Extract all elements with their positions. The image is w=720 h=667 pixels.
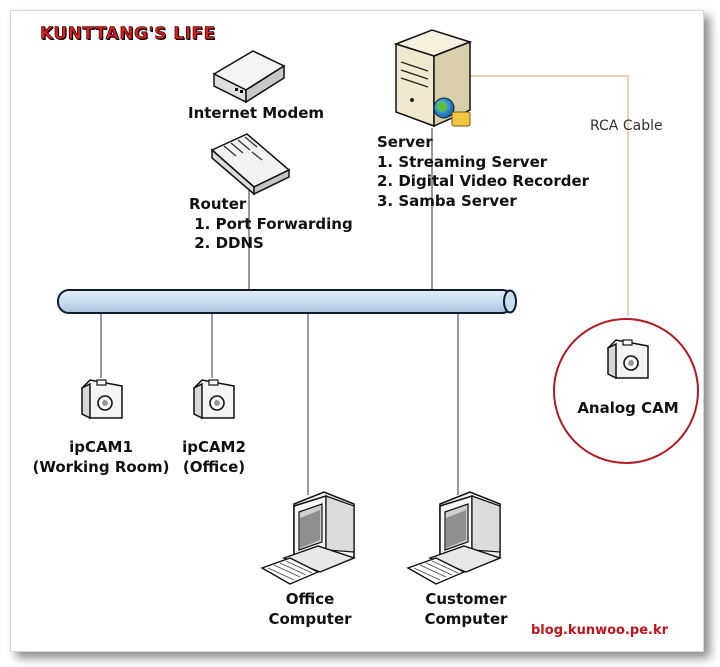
analog-cam-highlight-circle <box>553 318 699 464</box>
camera-icon <box>81 379 123 420</box>
network-bus <box>57 289 517 314</box>
router-label: Router 1. Port Forwarding 2. DDNS <box>189 195 353 252</box>
watermark-logo: KUNTTANG'S LIFE <box>40 24 216 45</box>
customer-computer-label: Customer Computer <box>424 590 508 628</box>
modem-icon <box>212 50 286 104</box>
internet-modem-label: Internet Modem <box>188 104 325 122</box>
analog-cam-label: Analog CAM <box>577 399 679 417</box>
router-icon <box>210 133 291 196</box>
computer-icon <box>406 491 503 585</box>
camera-icon <box>607 339 649 380</box>
camera-icon <box>193 379 235 420</box>
ipcam1-label: ipCAM1 (Working Room) <box>32 438 170 476</box>
ipcam2-label: ipCAM2 (Office) <box>182 438 246 476</box>
diagram-frame <box>10 10 704 652</box>
blog-url: blog.kunwoo.pe.kr <box>531 623 669 638</box>
rca-cable-label: RCA Cable <box>590 118 663 134</box>
server-label: Server 1. Streaming Server 2. Digital Vi… <box>377 133 590 210</box>
connection-lines <box>100 128 459 495</box>
globe-icon <box>433 97 471 127</box>
office-computer-label: Office Computer <box>268 590 352 628</box>
rca-cable-line <box>470 75 629 316</box>
computer-icon <box>260 491 357 585</box>
server-icon <box>393 29 473 128</box>
